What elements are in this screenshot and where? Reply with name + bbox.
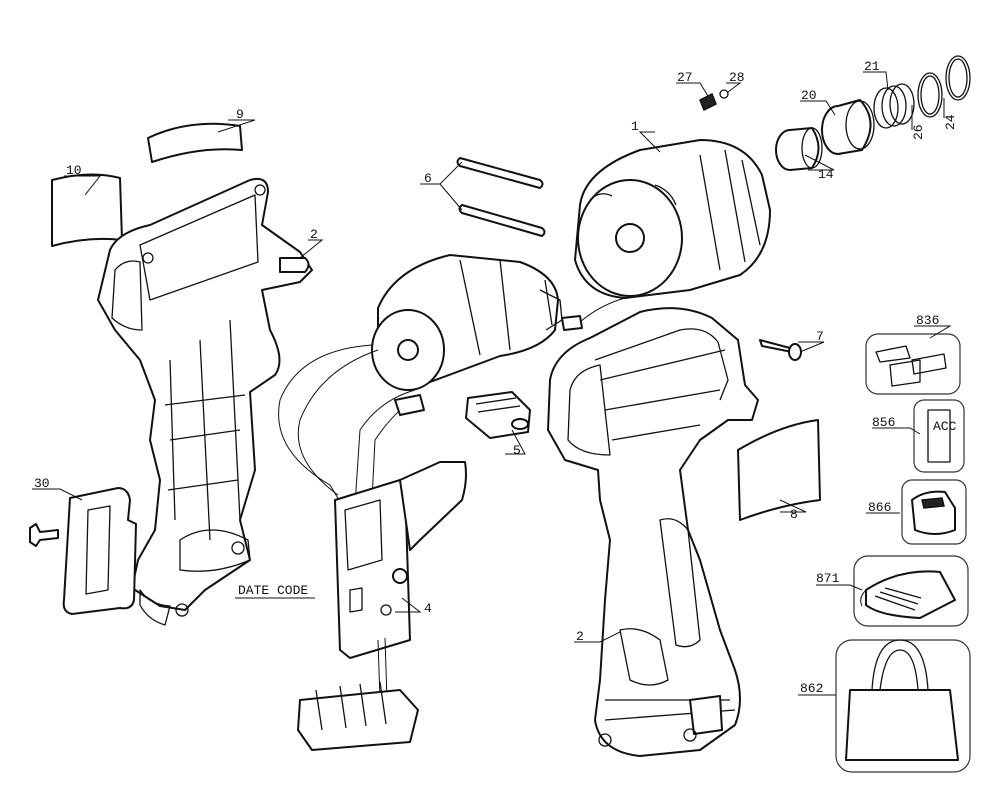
callout-1: 1 [631,119,639,134]
callout-20: 20 [801,88,817,103]
accessory-856-box: ACC [913,399,965,473]
callout-24: 24 [943,114,958,130]
part-28-ball [719,89,729,99]
part-14-bushing [775,127,823,171]
battery-terminal-block [297,681,419,751]
callout-5: 5 [513,443,521,458]
accessory-836-box [865,333,961,395]
leader-lines [32,71,952,696]
callout-8: 8 [790,507,798,522]
part-10-label-sheet [51,173,123,247]
part-24-ring [945,55,971,101]
part-9-label-sheet [147,122,243,163]
callout-862: 862 [800,681,823,696]
callout-866: 866 [868,500,891,515]
callout-2a: 2 [310,227,318,242]
part-5-connector [465,391,531,439]
callouts: 10 9 2 30 DATE CODE 6 1 14 20 21 26 24 2… [34,59,958,696]
acc-label: ACC [933,419,957,434]
part-4-switch [334,461,467,701]
accessory-866-battery [901,479,967,545]
part-8-label-sheet [737,419,821,521]
callout-27: 27 [677,70,693,85]
part-7-screw [759,339,802,361]
callout-836: 836 [916,313,939,328]
callout-26: 26 [911,124,926,140]
accessory-862-bag [835,639,971,773]
part-6-pins [456,157,546,237]
accessory-871-charger [853,555,969,627]
callout-871: 871 [816,571,840,586]
callout-14: 14 [818,167,834,182]
part-motor [371,254,583,391]
callout-4: 4 [424,601,432,616]
callout-7: 7 [816,329,824,344]
part-30-plate [62,487,137,615]
callout-2b: 2 [576,629,584,644]
callout-10: 10 [66,163,82,178]
callout-6: 6 [424,171,432,186]
part-2-right-housing [547,307,759,757]
part-20-collar [821,99,875,155]
callout-9: 9 [236,107,244,122]
part-30-screw [29,523,59,547]
part-26-ring [917,72,943,118]
callout-28: 28 [729,70,745,85]
callout-856: 856 [872,415,895,430]
callout-21: 21 [864,59,880,74]
part-21-spring [873,83,915,129]
small-connector [394,394,425,416]
part-1-gear-housing [574,139,771,299]
date-code-label: DATE CODE [238,583,308,598]
part-27-spring [699,92,717,112]
callout-30: 30 [34,476,50,491]
